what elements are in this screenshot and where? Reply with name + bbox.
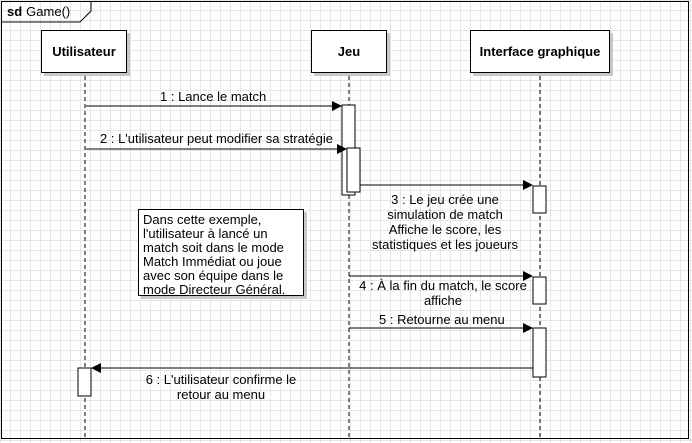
frame-tab-outline bbox=[1, 1, 92, 23]
lifeline-label: Jeu bbox=[337, 44, 361, 59]
lifeline-head-interface[interactable]: Interface graphique bbox=[470, 30, 610, 73]
activation-ui-1 bbox=[532, 185, 547, 214]
message-1-label: 1 : Lance le match bbox=[160, 89, 267, 104]
lifeline-head-jeu[interactable]: Jeu bbox=[311, 30, 387, 73]
activation-jeu-2 bbox=[346, 147, 361, 193]
message-4-arrowhead bbox=[523, 271, 533, 281]
message-3-label: 3 : Le jeu crée une simulation de match … bbox=[372, 192, 518, 252]
message-5-arrowhead bbox=[523, 323, 533, 333]
frame-name: Game() bbox=[26, 4, 71, 19]
frame-keyword: sd bbox=[7, 4, 23, 19]
message-4-label: 4 : À la fin du match, le score affiche bbox=[359, 278, 527, 308]
lifeline-label: Interface graphique bbox=[479, 44, 601, 59]
message-6-arrowhead bbox=[91, 363, 101, 373]
message-5-label: 5 : Retourne au menu bbox=[379, 312, 505, 327]
message-2-arrowhead bbox=[337, 144, 347, 154]
activation-ui-2 bbox=[532, 276, 547, 305]
message-6-label: 6 : L'utilisateur confirme le retour au … bbox=[145, 372, 297, 402]
message-3-arrowhead bbox=[523, 180, 533, 190]
activation-ui-3 bbox=[532, 327, 547, 378]
note: Dans cette exemple, l'utilisateur à lanc… bbox=[138, 209, 304, 297]
lifeline-head-utilisateur[interactable]: Utilisateur bbox=[41, 30, 127, 73]
activation-utilisateur bbox=[77, 367, 92, 397]
message-2-label: 2 : L'utilisateur peut modifier sa strat… bbox=[100, 131, 333, 146]
message-1-arrowhead bbox=[332, 101, 342, 111]
lifeline-label: Utilisateur bbox=[52, 44, 116, 59]
